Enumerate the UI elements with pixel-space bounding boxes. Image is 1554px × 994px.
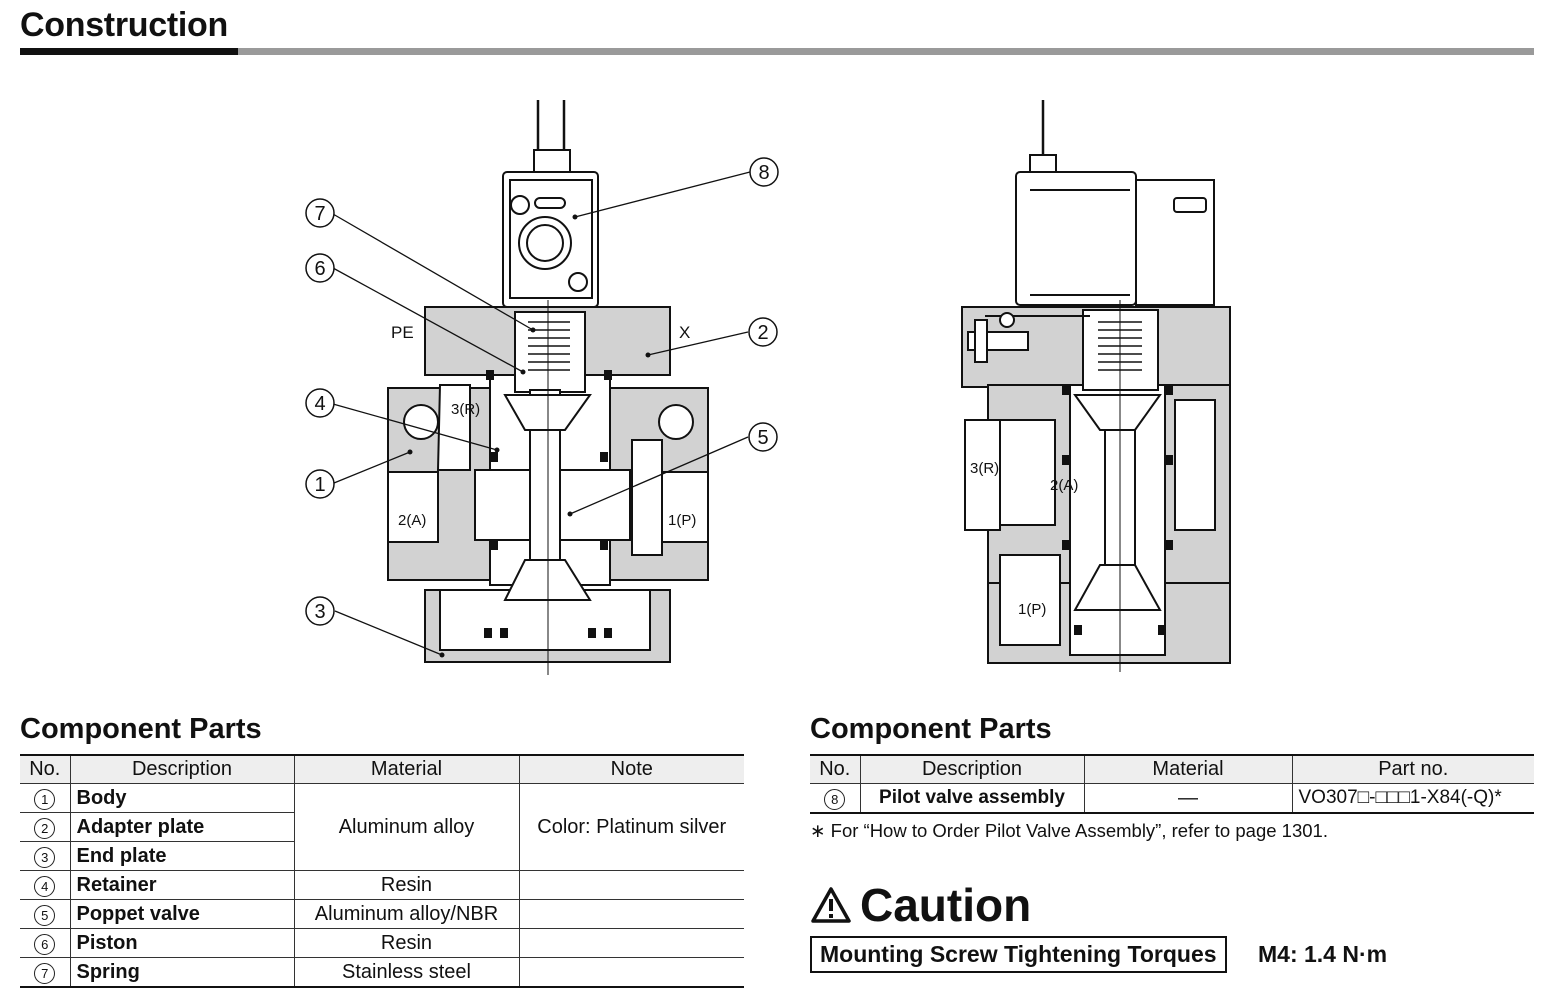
row-description: Retainer [69,870,295,900]
header-description: Description [69,754,295,784]
table-row: 6 Piston Resin [20,928,744,958]
row-description: End plate [69,841,294,871]
callout-dots [407,214,651,658]
port-pe: PE [391,323,414,342]
callout-numbers: 8 7 6 2 4 5 1 3 [314,162,769,623]
row-material: Resin [293,928,520,958]
row-description: Poppet valve [69,899,295,929]
row-number: 4 [34,875,56,897]
row-number: 8 [824,788,846,810]
header-material: Material [293,754,520,784]
header-material: Material [1083,754,1293,784]
callout-circles [305,157,779,626]
table-header-row: No. Description Material Part no. [810,754,1534,784]
callout-7: 7 [314,203,325,225]
merged-material: Aluminum alloy [293,783,520,871]
row-material: — [1083,783,1293,814]
row-number: 7 [34,962,56,984]
header-description: Description [859,754,1085,784]
callout-2: 2 [757,322,768,344]
table-row: 5 Poppet valve Aluminum alloy/NBR [20,899,744,929]
table-header-row: No. Description Material Note [20,754,744,784]
table-row: 1 Body Aluminum alloy Color: Platinum si… [20,783,744,871]
row-number: 5 [34,904,56,926]
title-rule [20,48,1534,55]
callout-leaders [332,171,751,656]
row-description: Piston [69,928,295,958]
footnote: ∗ For “How to Order Pilot Valve Assembly… [810,820,1328,841]
header-no: No. [20,754,71,784]
row-number: 1 [34,788,56,810]
table-row: 4 Retainer Resin [20,870,744,900]
port-p-side: 1(P) [1018,601,1046,618]
merged-note: Color: Platinum silver [518,783,744,871]
port-r-side: 3(R) [970,460,999,477]
row-description: Pilot valve assembly [859,783,1085,814]
table-row: 2 Adapter plate [20,812,744,842]
port-r: 3(R) [451,401,480,418]
row-description: Spring [69,957,295,988]
title-rule-accent [20,48,238,55]
callout-6: 6 [314,258,325,280]
front-section-view [387,100,709,675]
callout-5: 5 [757,427,768,449]
side-section-view [961,100,1231,672]
header-note: Note [518,754,744,784]
row-note [518,870,744,900]
warning-triangle-icon [810,886,852,924]
torque-label: Mounting Screw Tightening Torques [810,936,1227,973]
row-note [518,957,744,988]
callout-1: 1 [314,474,325,496]
row-description: Body [69,783,295,813]
row-part-no: VO307□-□□□1-X84(-Q)* [1291,783,1534,814]
row-note [518,928,744,958]
page-title: Construction [20,6,228,44]
torque-value: M4: 1.4 N·m [1258,941,1388,967]
row-material: Resin [293,870,520,900]
construction-diagram: 8 7 6 2 4 5 1 3 PE X 3(R) 2(A) 1(P) [305,100,1231,675]
table-row: 8 Pilot valve assembly — VO307□-□□□1-X84… [810,783,1534,814]
header-no: No. [810,754,861,784]
row-material: Stainless steel [293,957,520,988]
callout-3: 3 [314,601,325,623]
port-x: X [679,323,690,342]
caution-title: Caution [860,879,1032,931]
table-row: 3 End plate [20,841,744,871]
row-number: 3 [34,846,56,868]
port-a: 2(A) [398,512,426,529]
table-row: 7 Spring Stainless steel [20,957,744,988]
right-table-title: Component Parts [810,713,1052,745]
row-description: Adapter plate [69,812,294,842]
caution-heading: Caution [810,878,1031,932]
header-part-no: Part no. [1291,754,1534,784]
port-a-side: 2(A) [1050,477,1078,494]
row-material: Aluminum alloy/NBR [293,899,520,929]
right-parts-table: No. Description Material Part no. 8 Pilo… [810,754,1534,814]
right-port-labels: 3(R) 2(A) 1(P) [970,460,1078,618]
port-p: 1(P) [668,512,696,529]
left-parts-table: No. Description Material Note 1 Body Alu… [20,754,744,988]
left-port-labels: PE X 3(R) 2(A) 1(P) [391,323,696,529]
row-number: 6 [34,933,56,955]
left-table-title: Component Parts [20,713,262,745]
row-note [518,899,744,929]
callout-8: 8 [758,162,769,184]
row-number: 2 [34,817,56,839]
callout-4: 4 [314,393,325,415]
